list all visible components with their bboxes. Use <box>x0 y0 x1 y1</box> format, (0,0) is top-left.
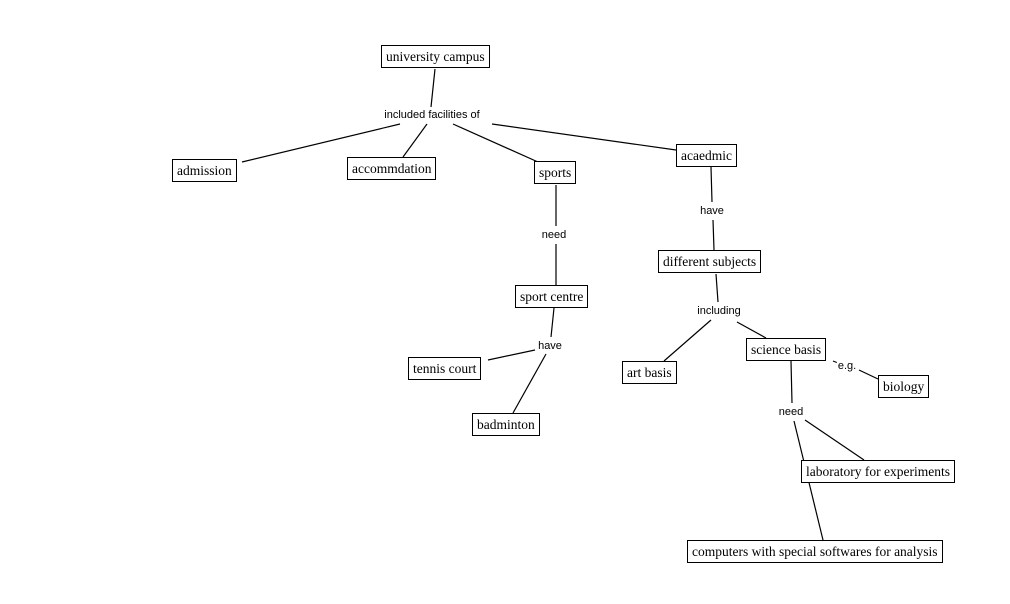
connector-line <box>663 319 712 362</box>
concept-accommodation[interactable]: accommdation <box>347 157 437 180</box>
concept-academic[interactable]: acaedmic <box>676 144 737 167</box>
concept-biology[interactable]: biology <box>878 375 930 398</box>
concept-sport-centre[interactable]: sport centre <box>515 285 589 308</box>
concept-different-subjects[interactable]: different subjects <box>658 250 762 273</box>
link-label-eg[interactable]: e.g. <box>836 360 858 372</box>
connector-line <box>452 123 539 163</box>
connector-line <box>241 123 401 163</box>
connector-line <box>402 123 428 158</box>
concept-art-basis[interactable]: art basis <box>622 361 677 384</box>
link-label-included-facilities-of[interactable]: included facilities of <box>383 109 481 121</box>
link-label-need[interactable]: need <box>540 229 568 241</box>
connector-line <box>715 273 719 303</box>
concept-computers[interactable]: computers with special softwares for ana… <box>687 540 943 563</box>
link-label-have[interactable]: have <box>537 340 563 352</box>
concept-admission[interactable]: admission <box>172 159 237 182</box>
connector-line <box>512 353 547 414</box>
link-label-including[interactable]: including <box>696 305 742 317</box>
connector-line <box>712 219 715 251</box>
connector-line <box>487 349 536 361</box>
concept-laboratory[interactable]: laboratory for experiments <box>801 460 955 483</box>
connector-line <box>710 166 713 203</box>
connector-line <box>550 307 555 338</box>
connector-line <box>858 369 879 380</box>
connector-line <box>430 68 436 108</box>
concept-sports[interactable]: sports <box>534 161 577 184</box>
connector-line <box>804 419 865 461</box>
link-label-have[interactable]: have <box>699 205 725 217</box>
concept-badminton[interactable]: badminton <box>472 413 540 436</box>
connector-line <box>790 360 793 404</box>
link-label-need[interactable]: need <box>777 406 805 418</box>
connector-line <box>736 321 767 339</box>
concept-science-basis[interactable]: science basis <box>746 338 827 361</box>
connector-line <box>491 123 677 151</box>
concept-university-campus[interactable]: university campus <box>381 45 490 68</box>
concept-tennis-court[interactable]: tennis court <box>408 357 482 380</box>
